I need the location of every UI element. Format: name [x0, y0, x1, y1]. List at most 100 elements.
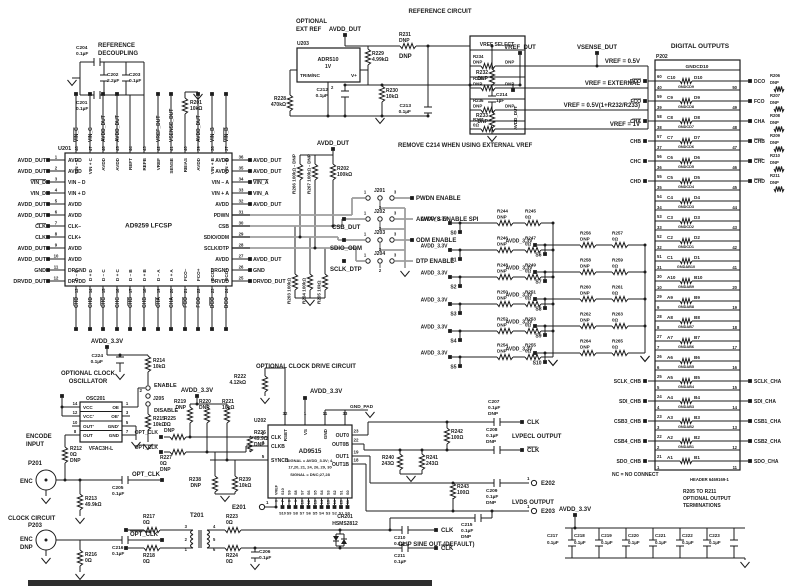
- label-dnp: DNP: [770, 140, 779, 145]
- label-s10: S10: [279, 512, 286, 516]
- ground-symbol: [260, 397, 270, 405]
- label-oe-: OE': [111, 414, 119, 419]
- svg-text:DCO: DCO: [224, 297, 230, 308]
- label-3: 3: [394, 232, 397, 237]
- resistor-R261: [611, 295, 629, 303]
- svg-text:R242: R242: [451, 429, 463, 435]
- label-dco-: DCO+: [224, 268, 229, 281]
- svg-text:2: 2: [331, 85, 334, 90]
- svg-text:3: 3: [55, 177, 58, 182]
- svg-text:31: 31: [239, 210, 244, 215]
- svg-text:R204 100kΩ: R204 100kΩ: [302, 278, 307, 304]
- label-dnp: DNP: [770, 100, 779, 105]
- junction-dot: [60, 405, 64, 409]
- label-s8: S8: [293, 512, 298, 516]
- svg-text:GNDCD2: GNDCD2: [678, 225, 694, 229]
- svg-text:FCO: FCO: [183, 297, 189, 308]
- label-7: 7: [126, 429, 129, 434]
- label-opt-clk: OPT_CLK: [135, 430, 159, 436]
- svg-text:12: 12: [732, 445, 737, 450]
- net-square: [224, 92, 228, 96]
- svg-text:S1: S1: [339, 512, 344, 516]
- net-square: [533, 270, 537, 274]
- svg-text:R216: R216: [85, 552, 97, 558]
- svg-text:ENCODE: ENCODE: [26, 434, 52, 440]
- label-enc: ENC: [20, 479, 33, 485]
- svg-text:SDIO/ODM: SDIO/ODM: [204, 235, 229, 241]
- svg-text:R228: R228: [274, 96, 286, 102]
- net-square: [46, 213, 50, 217]
- label-vs: VS: [303, 429, 308, 435]
- svg-text:4: 4: [55, 188, 58, 193]
- svg-text:SDI_CHA: SDI_CHA: [754, 399, 776, 405]
- net-square: [195, 394, 199, 398]
- svg-text:R237: R237: [473, 117, 484, 122]
- svg-text:DNP: DNP: [770, 160, 779, 165]
- label-2-2-f: 2.2µF: [107, 78, 119, 84]
- net-square: [520, 448, 524, 452]
- net-square: [46, 246, 50, 250]
- label-dco: DCO: [630, 78, 641, 85]
- svg-text:AVDD_3.3V: AVDD_3.3V: [506, 320, 534, 326]
- resistor-R227: [169, 448, 187, 456]
- svg-text:4: 4: [657, 405, 660, 410]
- label-38: 38: [657, 125, 662, 130]
- svg-text:R261: R261: [612, 285, 623, 290]
- label-avdd-dut: AVDD_DUT: [253, 257, 282, 263]
- svg-text:8: 8: [55, 232, 58, 237]
- label-0-: 0Ω: [525, 215, 532, 220]
- svg-text:R213: R213: [85, 496, 97, 502]
- svg-text:3: 3: [394, 190, 397, 195]
- svg-text:DNP: DNP: [497, 349, 507, 354]
- svg-text:S6: S6: [535, 253, 541, 259]
- label-r221: R221: [222, 399, 234, 405]
- label-r231: R231: [399, 32, 411, 38]
- svg-text:5: 5: [55, 199, 58, 204]
- label-30: 30: [657, 274, 662, 279]
- label-r208: R208: [770, 113, 781, 118]
- label-sdio-odm: SDIO_ODM: [330, 246, 362, 252]
- label-gnd: GND: [323, 428, 328, 439]
- ground-symbol: [375, 117, 385, 125]
- net-square: [448, 221, 452, 225]
- svg-text:0.1µF: 0.1µF: [486, 494, 498, 500]
- svg-text:9: 9: [657, 305, 660, 310]
- label-dnp: DNP: [770, 80, 779, 85]
- label-optional-clock: OPTIONAL CLOCK: [61, 371, 116, 377]
- svg-text:S0: S0: [450, 231, 456, 237]
- label-vin-b: VIN_B: [210, 127, 216, 142]
- ground-symbol: [41, 557, 51, 565]
- svg-text:R251: R251: [525, 290, 536, 295]
- net-square: [342, 238, 346, 242]
- svg-text:S7: S7: [300, 512, 305, 516]
- svg-text:31: 31: [346, 500, 350, 504]
- net-square: [643, 379, 647, 383]
- svg-text:DRVDD_DUT: DRVDD_DUT: [13, 279, 46, 285]
- label-sclk-dtp: SCLK_DTP: [330, 267, 362, 273]
- label-optional: OPTIONAL: [296, 19, 327, 25]
- label-avdd: AVDD: [215, 257, 229, 263]
- svg-text:33: 33: [343, 411, 348, 416]
- label-14: 14: [88, 288, 93, 293]
- net-square: [128, 327, 132, 331]
- label-lvds-output: LVDS OUTPUT: [512, 500, 554, 506]
- svg-text:31: 31: [657, 265, 662, 270]
- junction-dot: [313, 246, 317, 250]
- svg-text:27: 27: [657, 334, 662, 339]
- svg-text:R245: R245: [525, 209, 536, 214]
- label-dnp: DNP: [497, 269, 507, 274]
- resistor-R267: [311, 163, 319, 181]
- label-2: 2: [379, 226, 382, 231]
- header-res: [679, 336, 693, 346]
- label-avdd-dut: AVDD_DUT: [196, 115, 202, 142]
- svg-text:CLIP SINE OUT (DEFAULT): CLIP SINE OUT (DEFAULT): [398, 542, 474, 548]
- svg-text:P201: P201: [28, 461, 43, 467]
- label-r267-100k-dnp: R267 100kΩ - DNP: [307, 154, 312, 194]
- label-9: 9: [294, 500, 298, 502]
- svg-text:VIN_D: VIN_D: [30, 191, 46, 197]
- net-square: [342, 259, 346, 263]
- resistor-R231: [399, 42, 417, 50]
- label-b10: B10: [694, 275, 703, 280]
- svg-text:TERMINATIONS: TERMINATIONS: [683, 503, 721, 509]
